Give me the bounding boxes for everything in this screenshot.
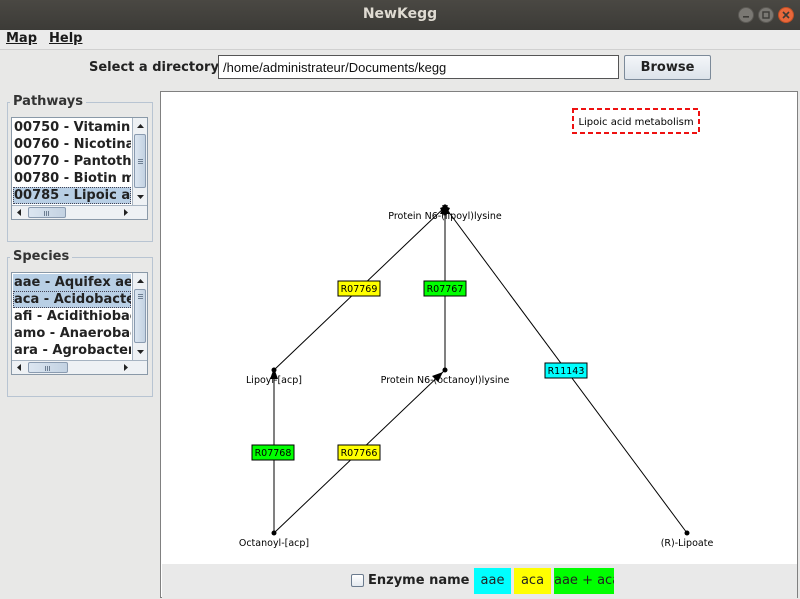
reaction-label: R07766 [341,448,378,459]
map-title-box [572,108,700,134]
pathways-title: Pathways [10,94,87,109]
pathways-vscrollbar[interactable] [132,118,147,205]
species-hscroll-thumb[interactable] [28,362,68,373]
scroll-left-icon[interactable] [13,206,26,219]
reaction-label: R11143 [548,366,585,377]
pathway-graph: Lipoic acid metabolism Protein N6-(lipoy… [239,108,714,549]
close-icon [782,11,790,19]
species-title: Species [10,249,73,264]
pathways-vscroll-thumb[interactable] [134,134,146,188]
scroll-right-icon[interactable] [119,206,132,219]
reaction-box[interactable] [337,444,381,461]
reaction-box[interactable] [337,280,381,297]
minimize-icon [743,16,749,18]
species-item[interactable]: amo - Anaerobac [14,326,131,341]
species-item-selected[interactable]: aca - Acidobacter [13,291,131,308]
compound-label: Protein N6-(octanoyl)lysine [381,375,510,386]
compound-label: Octanoyl-[acp] [239,538,309,549]
scroll-up-icon[interactable] [134,274,147,287]
legend-aca: aca [514,568,551,594]
legend-aae-aca: aae + aca [554,568,614,594]
menu-help-label: Help [49,31,83,46]
reaction-label: R07767 [427,284,464,295]
scroll-down-icon[interactable] [134,346,147,359]
reaction-box[interactable] [251,444,295,461]
pathway-item[interactable]: 00770 - Pantothe [14,154,131,169]
compound-node[interactable] [442,367,448,373]
maximize-button[interactable] [758,7,774,23]
menu-bar: Map Help [0,30,800,50]
grip-line [138,294,143,295]
pathway-graph-canvas[interactable]: Lipoic acid metabolism Protein N6-(lipoy… [160,91,798,598]
directory-input[interactable] [218,55,619,79]
grip-line [49,366,50,371]
enzyme-name-label[interactable]: Enzyme name [368,573,470,588]
species-hscrollbar[interactable] [12,360,147,374]
grip-line [44,211,45,216]
maximize-icon [762,11,770,19]
pathway-item[interactable]: 00760 - Nicotinat [14,137,131,152]
grip-line [138,298,143,299]
scroll-left-icon[interactable] [13,361,26,374]
menu-help[interactable]: Help [49,31,82,46]
legend-bar: Enzyme name aae aca aae + aca [162,564,797,598]
menu-map-label: Map [6,31,38,46]
window-title: NewKegg [362,6,438,22]
scroll-right-icon[interactable] [119,361,132,374]
grip-line [46,211,47,216]
pathways-hscroll-thumb[interactable] [28,207,66,218]
close-button[interactable] [778,7,794,23]
directory-label: Select a directory [89,60,219,75]
pathway-item[interactable]: 00750 - Vitamin B [14,120,131,135]
reaction-box[interactable] [544,362,588,379]
reaction-box[interactable] [423,280,467,297]
compound-label: Lipoyl-[acp] [246,375,302,386]
enzyme-name-checkbox[interactable] [351,574,364,587]
species-vscroll-thumb[interactable] [134,289,146,343]
minimize-button[interactable] [738,7,754,23]
grip-line [138,159,143,160]
reaction-label: R07769 [341,284,378,295]
compound-node[interactable] [271,367,277,373]
species-vscrollbar[interactable] [132,273,147,360]
scroll-up-icon[interactable] [134,119,147,132]
reaction-label: R07768 [255,448,292,459]
arrow-icon [270,368,278,379]
grip-line [138,163,143,164]
grip-line [45,366,46,371]
legend-aae: aae [474,568,511,594]
compound-node[interactable] [442,204,448,210]
compound-label: (R)-Lipoate [661,538,714,549]
map-title: Lipoic acid metabolism [578,117,693,128]
grip-line [47,366,48,371]
species-item[interactable]: afi - Acidithiobaci [14,309,131,324]
grip-line [48,211,49,216]
species-item-selected[interactable]: aae - Aquifex aec [13,274,131,291]
scroll-down-icon[interactable] [134,191,147,204]
species-list[interactable]: aae - Aquifex aec aca - Acidobacter afi … [11,272,148,375]
grip-line [138,296,143,297]
pathway-item-selected[interactable]: 00785 - Lipoic aci [13,187,131,204]
pathways-hscrollbar[interactable] [12,205,147,219]
pathways-list[interactable]: 00750 - Vitamin B 00760 - Nicotinat 0077… [11,117,148,220]
browse-button[interactable]: Browse [624,55,711,80]
species-panel [7,257,153,397]
menu-map[interactable]: Map [6,31,37,46]
window-titlebar: NewKegg [0,0,800,30]
compound-node[interactable] [271,530,277,536]
arrow-icon [432,372,443,382]
compound-label: Protein N6-(lipoyl)lysine [388,211,502,222]
compound-node[interactable] [684,530,690,536]
grip-line [138,161,143,162]
pathway-item[interactable]: 00780 - Biotin me [14,171,131,186]
species-item[interactable]: ara - Agrobacteri [14,343,131,358]
